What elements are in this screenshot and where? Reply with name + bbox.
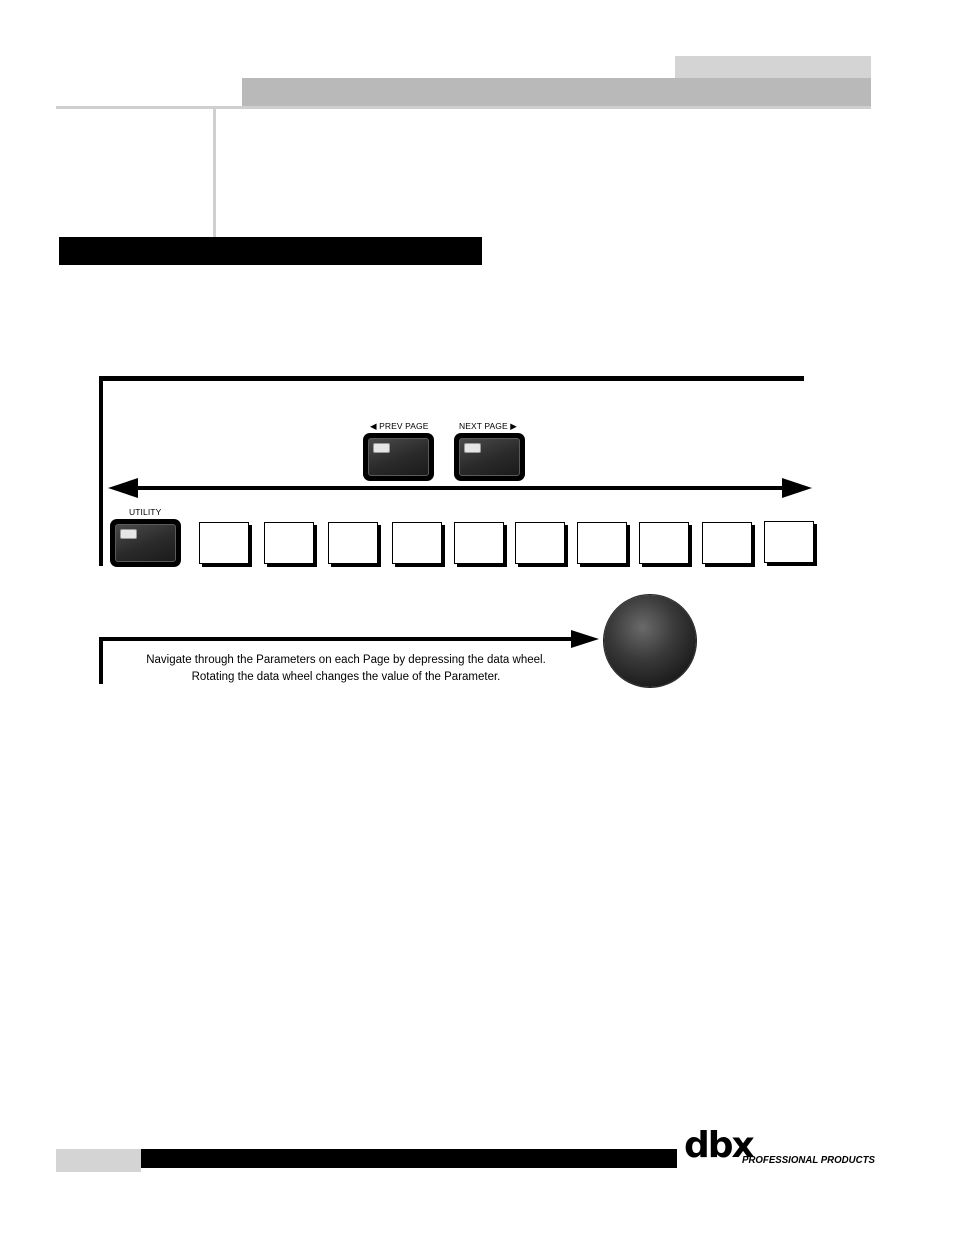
header-vertical-rule (213, 109, 216, 237)
next-page-label: NEXT PAGE ▶ (459, 421, 517, 431)
header-bar (242, 78, 871, 106)
soft-key-2[interactable] (264, 522, 314, 564)
footer-page-tab (56, 1149, 141, 1172)
prev-page-button[interactable] (363, 433, 434, 481)
next-page-led (464, 443, 481, 453)
soft-key-6[interactable] (515, 522, 565, 564)
page-navigation-arrow (108, 478, 812, 498)
data-wheel-caption: Navigate through the Parameters on each … (108, 652, 584, 686)
dbx-logo: dbx (684, 1125, 755, 1166)
prev-page-led (373, 443, 390, 453)
soft-key-8[interactable] (639, 522, 689, 564)
section-title-bar (59, 237, 482, 265)
soft-key-9[interactable] (702, 522, 752, 564)
soft-key-7[interactable] (577, 522, 627, 564)
header-rule (56, 106, 871, 109)
soft-key-3[interactable] (328, 522, 378, 564)
utility-label: UTILITY (129, 507, 162, 517)
caption-line-2: Rotating the data wheel changes the valu… (191, 671, 501, 683)
next-page-button-cap (459, 438, 520, 476)
prev-page-label: ◀ PREV PAGE (370, 421, 429, 431)
data-wheel-callout-arrow (99, 630, 599, 684)
soft-key-10[interactable] (764, 521, 814, 563)
data-wheel[interactable] (604, 595, 696, 687)
soft-key-5[interactable] (454, 522, 504, 564)
utility-led (120, 529, 137, 539)
diagram-frame-top (99, 376, 804, 381)
next-page-button[interactable] (454, 433, 525, 481)
diagram-frame-left (99, 376, 103, 566)
logo-tagline: PROFESSIONAL PRODUCTS (742, 1154, 875, 1166)
footer-bar (141, 1149, 677, 1168)
prev-page-button-cap (368, 438, 429, 476)
soft-key-4[interactable] (392, 522, 442, 564)
caption-line-1: Navigate through the Parameters on each … (146, 654, 546, 666)
utility-button[interactable] (110, 519, 181, 567)
utility-button-cap (115, 524, 176, 562)
soft-key-1[interactable] (199, 522, 249, 564)
